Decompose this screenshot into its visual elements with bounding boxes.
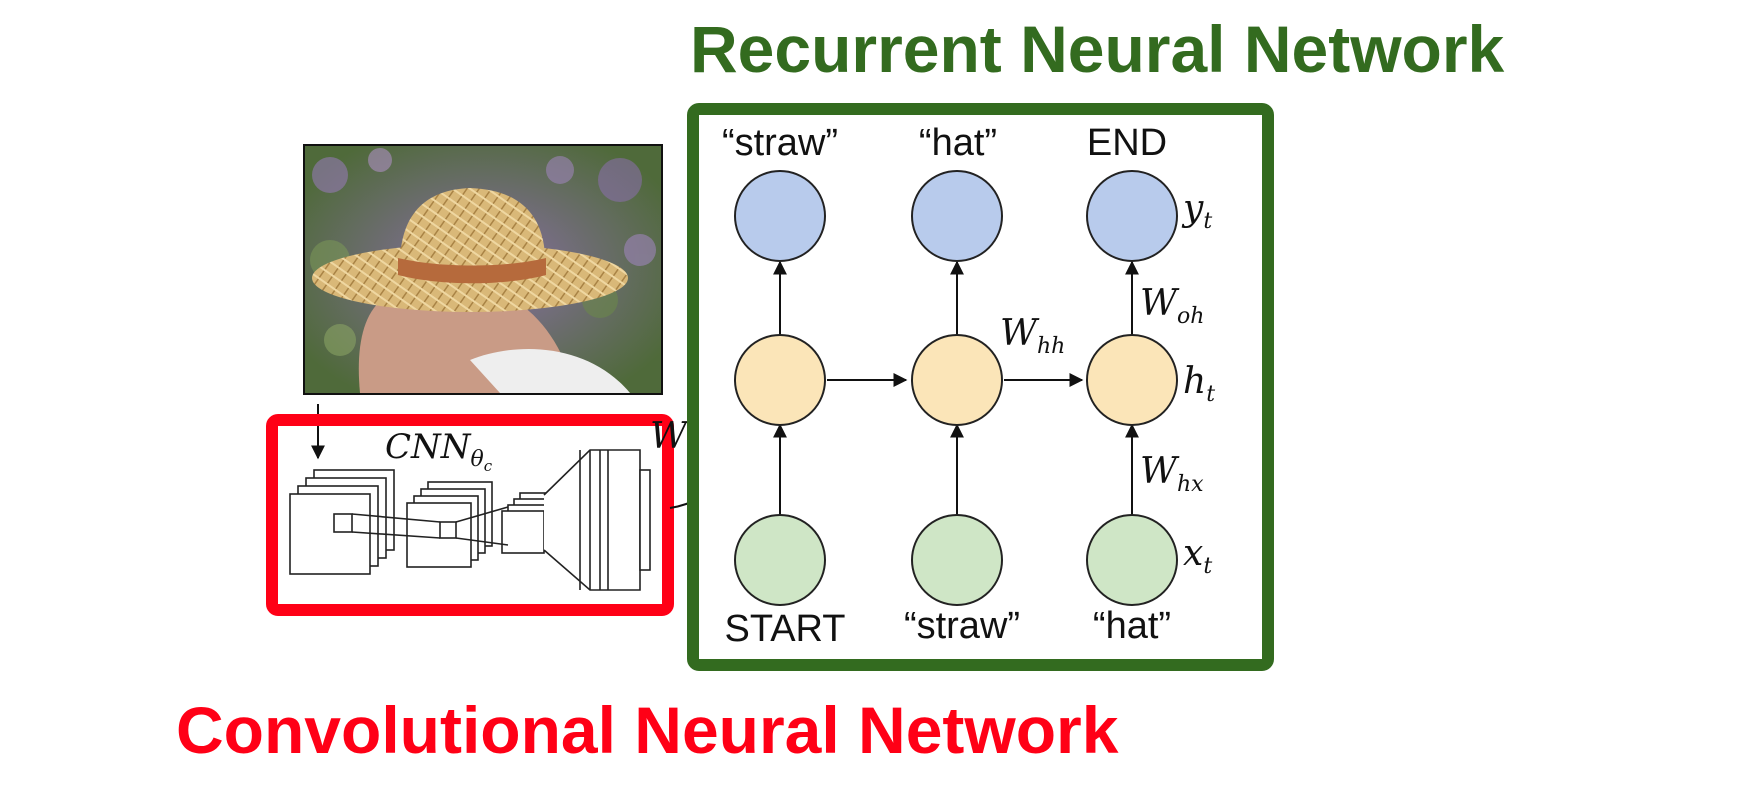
- output-node-1: [734, 170, 826, 262]
- output-word-2: “hat”: [919, 122, 997, 164]
- input-to-hidden-arrows: [773, 423, 1139, 515]
- cnn-label: CNNθc: [385, 427, 493, 475]
- y-t-label: yt: [1181, 188, 1212, 234]
- x-t-label: xt: [1183, 533, 1212, 579]
- cnn-box: [266, 414, 674, 616]
- cnn-layer-stacks: [289, 449, 651, 591]
- hidden-node-3: [1086, 334, 1178, 426]
- hidden-node-2: [911, 334, 1003, 426]
- w-hx-label: Whx: [1140, 451, 1204, 497]
- output-word-3: END: [1087, 122, 1167, 164]
- rnn-title: Recurrent Neural Network: [690, 12, 1505, 86]
- input-word-2: “straw”: [904, 605, 1020, 647]
- input-node-2: [911, 514, 1003, 606]
- input-photo: [303, 144, 663, 395]
- input-word-3: “hat”: [1093, 605, 1171, 647]
- hidden-node-1: [734, 334, 826, 426]
- input-node-3: [1086, 514, 1178, 606]
- cnn-title: Convolutional Neural Network: [176, 693, 1119, 767]
- input-word-1: START: [724, 608, 845, 650]
- output-node-3: [1086, 170, 1178, 262]
- output-node-2: [911, 170, 1003, 262]
- output-word-1: “straw”: [722, 122, 838, 164]
- w-oh-label: Woh: [1140, 283, 1204, 329]
- w-hh-label: Whh: [1000, 313, 1065, 359]
- input-node-1: [734, 514, 826, 606]
- hidden-to-output-arrows: [773, 260, 1139, 335]
- h-t-label: ht: [1183, 361, 1215, 407]
